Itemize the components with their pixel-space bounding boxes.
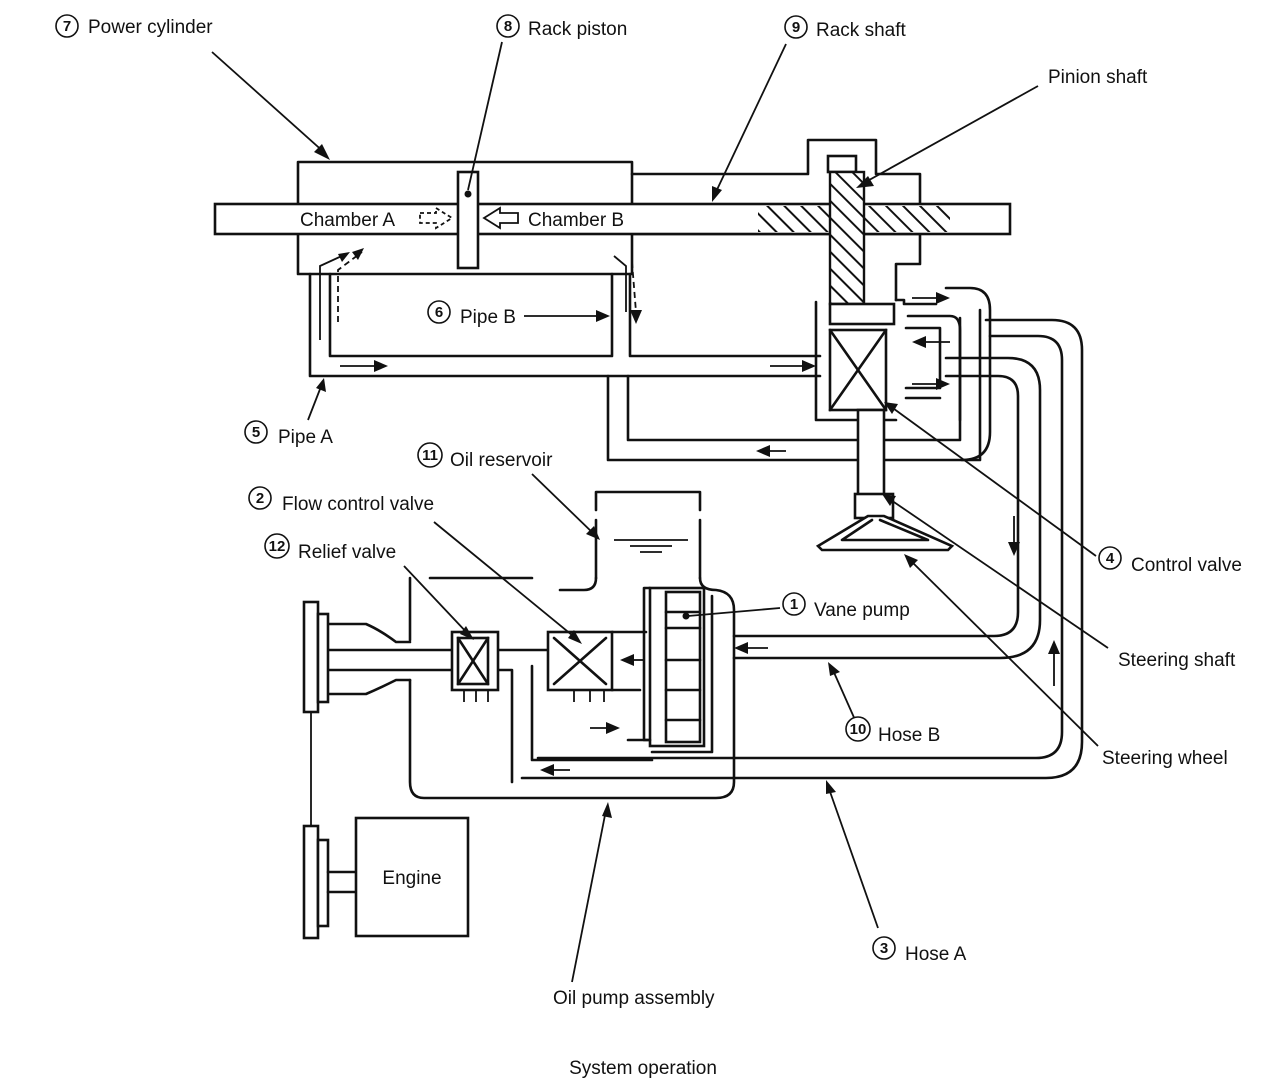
svg-text:Hose A: Hose A xyxy=(905,944,967,965)
svg-text:Relief valve: Relief valve xyxy=(298,542,396,563)
svg-text:10: 10 xyxy=(850,721,867,738)
callout-rack-shaft: 9 Rack shaft xyxy=(784,15,906,41)
svg-text:Steering wheel: Steering wheel xyxy=(1102,748,1228,769)
svg-text:Hose B: Hose B xyxy=(878,725,940,746)
engine-label: Engine xyxy=(382,868,441,889)
callout-vane-pump: 1 Vane pump xyxy=(782,592,910,621)
callout-power-cylinder: 7 Power cylinder xyxy=(55,14,213,38)
pulley-top xyxy=(302,600,330,714)
svg-text:11: 11 xyxy=(422,447,438,464)
pinion-shaft xyxy=(826,154,866,306)
callout-oil-pump-assembly: Oil pump assembly xyxy=(553,988,715,1009)
svg-text:6: 6 xyxy=(435,304,443,321)
svg-text:Oil pump assembly: Oil pump assembly xyxy=(553,988,715,1009)
svg-text:Oil reservoir: Oil reservoir xyxy=(450,450,553,471)
caption: System operation xyxy=(569,1058,717,1079)
callout-steering-wheel: Steering wheel xyxy=(1102,748,1228,769)
callout-steering-shaft: Steering shaft xyxy=(1118,650,1236,671)
chamber-a-arrow xyxy=(419,206,454,230)
svg-text:9: 9 xyxy=(792,19,800,36)
hose-flow-arrows xyxy=(540,516,1060,776)
svg-text:Steering shaft: Steering shaft xyxy=(1118,650,1236,671)
callout-oil-reservoir: 11 Oil reservoir xyxy=(417,442,553,471)
svg-text:4: 4 xyxy=(1106,550,1115,567)
svg-text:Vane pump: Vane pump xyxy=(814,600,910,621)
return-loops xyxy=(904,286,992,462)
chamber-b-label: Chamber B xyxy=(528,210,624,231)
steering-shaft xyxy=(853,408,895,520)
vane-pump xyxy=(642,586,714,754)
power-cylinder xyxy=(296,160,634,276)
callout-hose-b: 10 Hose B xyxy=(845,716,940,746)
control-valve-port-arrows xyxy=(912,292,950,390)
callout-pipe-a: 5 Pipe A xyxy=(244,420,333,448)
flow-control-valve xyxy=(546,630,648,702)
svg-text:Power cylinder: Power cylinder xyxy=(88,17,213,38)
chamber-a-label: Chamber A xyxy=(300,210,395,231)
svg-text:1: 1 xyxy=(790,596,798,613)
svg-text:2: 2 xyxy=(256,490,264,507)
control-valve xyxy=(814,298,942,422)
svg-text:Flow control valve: Flow control valve xyxy=(282,494,434,515)
svg-text:5: 5 xyxy=(252,424,260,441)
callout-hose-a: 3 Hose A xyxy=(872,936,967,965)
pipe-flow-arrows xyxy=(319,248,816,457)
callout-pipe-b: 6 Pipe B xyxy=(427,300,516,328)
leader-lines xyxy=(211,41,1109,983)
svg-text:Pipe B: Pipe B xyxy=(460,307,516,328)
callout-pinion-shaft: Pinion shaft xyxy=(1048,67,1148,88)
pulley-bottom xyxy=(302,824,358,940)
svg-text:Rack piston: Rack piston xyxy=(528,19,627,40)
hose-b xyxy=(732,356,1042,660)
pipe-a xyxy=(308,272,822,378)
svg-text:3: 3 xyxy=(880,940,888,957)
pipe-b xyxy=(606,308,982,462)
svg-text:8: 8 xyxy=(504,18,512,35)
callout-flow-control-valve: 2 Flow control valve xyxy=(248,486,434,515)
chamber-b-arrow xyxy=(482,206,519,230)
oil-pump-body xyxy=(324,576,736,800)
svg-text:Pipe A: Pipe A xyxy=(278,427,333,448)
svg-text:12: 12 xyxy=(269,538,286,555)
callout-rack-piston: 8 Rack piston xyxy=(496,14,627,40)
engine xyxy=(354,816,470,938)
relief-valve xyxy=(450,630,500,702)
pump-internal-arrows xyxy=(590,654,650,742)
svg-text:Rack shaft: Rack shaft xyxy=(816,20,906,41)
callout-relief-valve: 12 Relief valve xyxy=(264,533,396,563)
rack-piston xyxy=(456,170,480,270)
steering-wheel xyxy=(815,514,955,552)
callout-control-valve: 4 Control valve xyxy=(1098,546,1242,576)
svg-text:Pinion shaft: Pinion shaft xyxy=(1048,67,1148,88)
hose-a xyxy=(520,318,1084,780)
oil-reservoir xyxy=(594,490,702,580)
svg-text:Control valve: Control valve xyxy=(1131,555,1242,576)
svg-text:7: 7 xyxy=(63,18,71,35)
